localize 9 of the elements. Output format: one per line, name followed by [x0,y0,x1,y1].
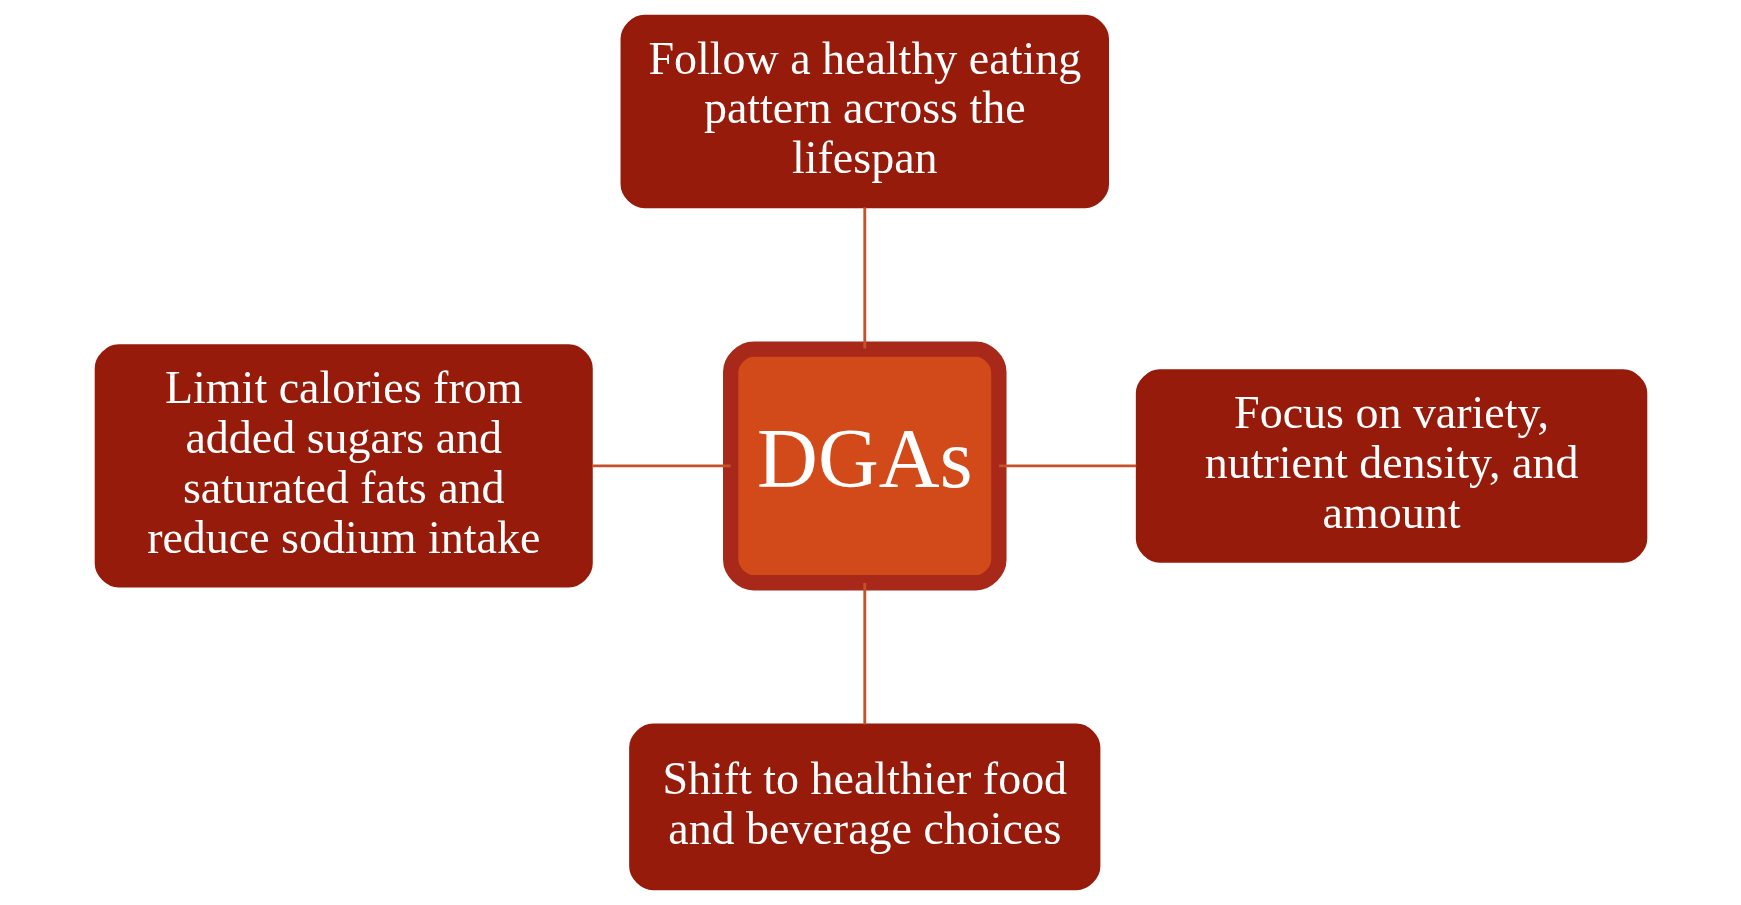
node-box: Follow a healthy eating pattern across the lifespan [620,14,1109,209]
node-box: Limit calories from added sugars and saturated fats and reduce sodium intake [94,344,593,588]
node-box: Focus on variety, nutrient density, and amount [1135,369,1647,563]
connector [862,207,866,349]
connector [862,582,866,725]
node-box: Shift to healthier food and beverage choices [628,723,1100,891]
connector [591,464,731,468]
connector [998,464,1136,468]
node-box: DGAs [722,341,1007,591]
